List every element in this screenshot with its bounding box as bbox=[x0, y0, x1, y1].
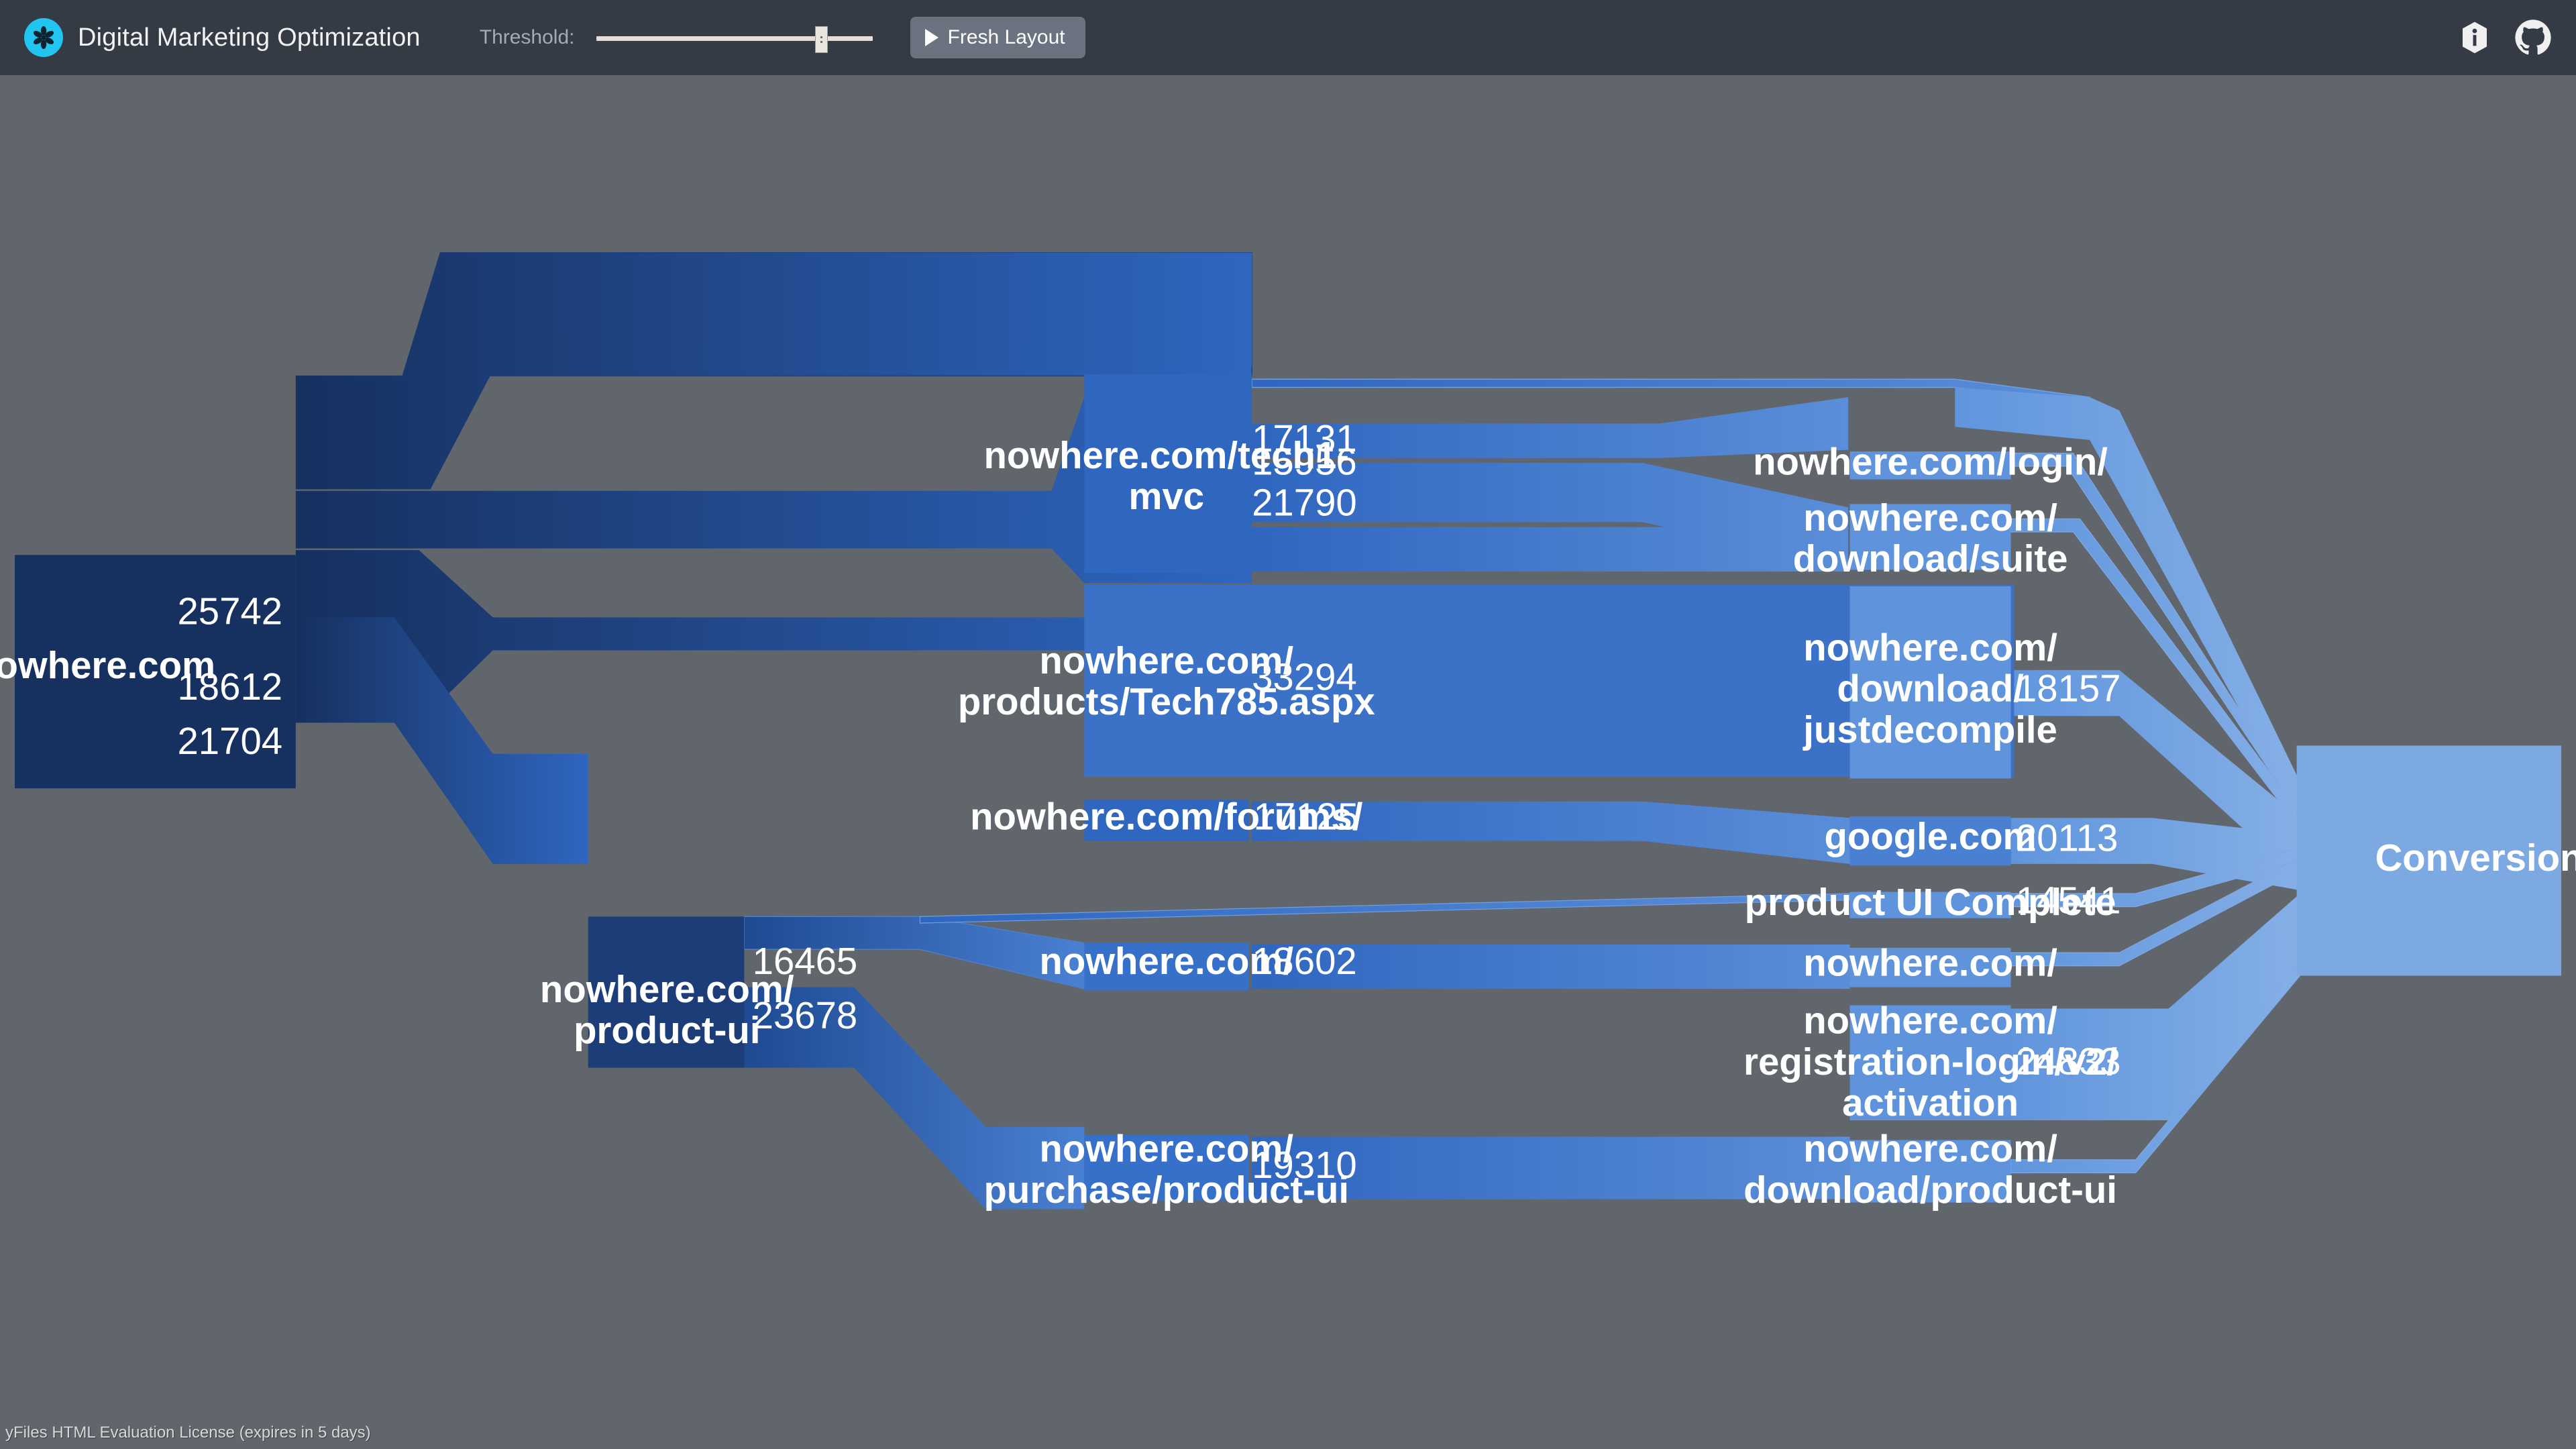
node-label-home-mid: nowhere.com/ bbox=[1039, 940, 1293, 982]
flow-src-tech1-main[interactable] bbox=[295, 252, 1252, 490]
flow-value: 25742 bbox=[177, 590, 282, 632]
node-label-product-ui-complete: product UI Complete bbox=[1745, 881, 2116, 923]
slider-thumb[interactable] bbox=[814, 26, 828, 53]
node-home-mid[interactable] bbox=[1084, 943, 1249, 991]
flow-value-labels: 25742 18612 21704 17131 15956 21790 3329… bbox=[177, 417, 2121, 1186]
flow-regactivation-conversion[interactable] bbox=[2010, 893, 2300, 1121]
node-label-purchase: nowhere.com/purchase/product-ui bbox=[984, 1127, 1349, 1210]
node-home-right[interactable] bbox=[1849, 947, 2011, 987]
flow-value: 15956 bbox=[1252, 440, 1357, 482]
node-label-google: google.com bbox=[1825, 815, 2037, 857]
flow-src-forums[interactable] bbox=[295, 549, 1252, 723]
flow-justdecomp-conversion[interactable] bbox=[2010, 669, 2300, 881]
node-label-forums: nowhere.com/forums/ bbox=[970, 796, 1363, 838]
node-product-ui-complete[interactable] bbox=[1849, 892, 2011, 918]
node-forums[interactable] bbox=[1084, 800, 1249, 841]
node-download-suite[interactable] bbox=[1849, 504, 2011, 570]
threshold-slider[interactable] bbox=[596, 24, 873, 53]
flow-tech1-login[interactable] bbox=[1252, 397, 1849, 458]
page-title: Digital Marketing Optimization bbox=[78, 23, 421, 52]
node-label-conversion: Conversion bbox=[2375, 837, 2576, 879]
fresh-layout-label: Fresh Layout bbox=[947, 26, 1065, 48]
flow-value: 18612 bbox=[177, 665, 282, 708]
flow-value: 20113 bbox=[2016, 816, 2118, 859]
flow-value: 21704 bbox=[177, 720, 282, 762]
node-registration-activation[interactable] bbox=[1849, 1005, 2011, 1121]
flow-value: 18602 bbox=[1252, 940, 1357, 982]
node-login[interactable] bbox=[1849, 451, 2011, 480]
flow-value: 24833 bbox=[2016, 1040, 2121, 1083]
flower-logo-icon bbox=[24, 18, 63, 57]
flow-src-tech785[interactable] bbox=[295, 397, 1252, 583]
node-justdecompile[interactable] bbox=[1849, 586, 2011, 779]
node-label-justdecompile: nowhere.com/download/justdecompile bbox=[1803, 626, 2057, 750]
flow-productui-purchase[interactable] bbox=[744, 987, 1085, 1210]
flow-group-conversion bbox=[1955, 387, 2301, 1174]
flow-value: 17125 bbox=[1254, 796, 1359, 838]
flow-value: 17131 bbox=[1252, 417, 1357, 460]
toolbar-brand: Digital Marketing Optimization bbox=[24, 18, 421, 57]
github-icon[interactable] bbox=[2514, 19, 2552, 56]
node-label-registration-activation: nowhere.com/registration-login/v2/activa… bbox=[1743, 999, 2117, 1123]
node-label-home-right: nowhere.com/ bbox=[1803, 942, 2057, 984]
flow-home2-home3[interactable] bbox=[1252, 944, 1850, 989]
flow-tech1-dlsuite[interactable] bbox=[1252, 463, 1849, 568]
flow-purchase-dlproductui[interactable] bbox=[1252, 1136, 1850, 1199]
node-conversion[interactable] bbox=[2296, 745, 2561, 976]
node-label-download-suite: nowhere.com/download/suite bbox=[1793, 496, 2068, 580]
node-google[interactable] bbox=[1849, 816, 2011, 866]
node-source[interactable] bbox=[15, 555, 296, 789]
flow-value: 19310 bbox=[1252, 1144, 1357, 1186]
node-label-tech1-mvc: nowhere.com/tech1-mvc bbox=[983, 434, 1349, 517]
flow-puicomplete-in[interactable] bbox=[919, 893, 1851, 924]
fresh-layout-button[interactable]: Fresh Layout bbox=[910, 17, 1085, 58]
toolbar-actions bbox=[2457, 19, 2552, 56]
slider-track[interactable] bbox=[596, 36, 873, 41]
flow-forums-google[interactable] bbox=[1252, 801, 1850, 864]
node-label-product-ui: nowhere.com/product-ui bbox=[540, 968, 794, 1051]
toolbar: Digital Marketing Optimization Threshold… bbox=[0, 0, 2576, 75]
node-purchase-product-ui[interactable] bbox=[1084, 1135, 1249, 1201]
flow-tech1-justdecomp[interactable] bbox=[1252, 508, 1849, 572]
flow-top-conversion[interactable] bbox=[1955, 387, 2300, 818]
info-icon[interactable] bbox=[2457, 19, 2493, 56]
flow-value: 23678 bbox=[753, 994, 858, 1036]
node-label-source: nowhere.com bbox=[0, 644, 215, 686]
flow-group-source bbox=[295, 252, 1252, 864]
flow-value: 18157 bbox=[2016, 667, 2121, 710]
node-group: nowhere.com nowhere.com/tech1-mvc nowher… bbox=[0, 374, 2576, 1211]
node-label-tech785: nowhere.com/products/Tech785.aspx bbox=[958, 639, 1375, 722]
node-product-ui[interactable] bbox=[588, 916, 745, 1068]
threshold-label: Threshold: bbox=[479, 26, 575, 48]
play-icon bbox=[924, 29, 938, 46]
sankey-diagram[interactable]: nowhere.com nowhere.com/tech1-mvc nowher… bbox=[0, 75, 2576, 1449]
node-download-product-ui[interactable] bbox=[1849, 1140, 2011, 1203]
node-tech1-mvc[interactable] bbox=[1084, 374, 1252, 574]
flow-src-productui[interactable] bbox=[295, 617, 588, 864]
flow-value: 14541 bbox=[2016, 879, 2121, 922]
flow-value: 16465 bbox=[753, 940, 858, 982]
node-label-login: nowhere.com/login/ bbox=[1753, 440, 2108, 482]
sankey-canvas[interactable]: nowhere.com nowhere.com/tech1-mvc nowher… bbox=[0, 75, 2576, 1449]
node-label-download-product-ui: nowhere.com/download/product-ui bbox=[1743, 1127, 2117, 1210]
toolbar-controls: Threshold: Fresh Layout bbox=[480, 17, 1085, 58]
flow-value: 21790 bbox=[1252, 482, 1357, 524]
flow-value: 33294 bbox=[1252, 655, 1357, 698]
